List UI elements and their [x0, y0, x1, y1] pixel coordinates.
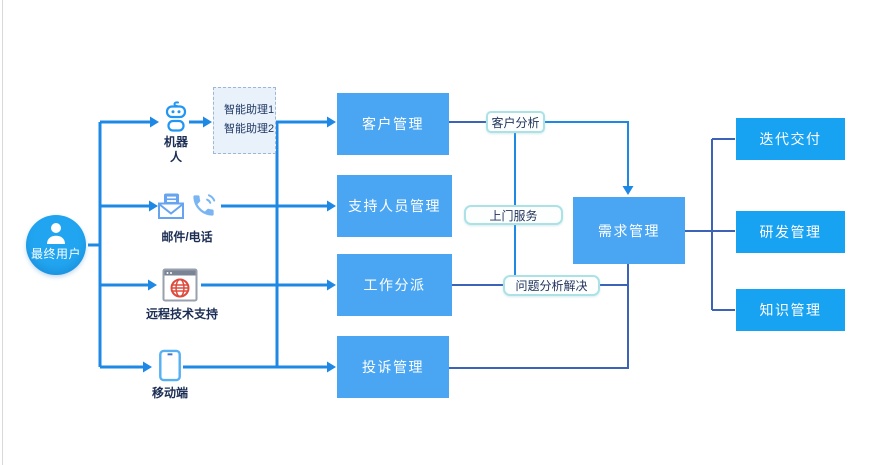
- process-box-support-staff-mgmt: 支持人员管理: [337, 175, 452, 237]
- tag-label: 上门服务: [489, 208, 538, 223]
- assistant-item: 智能助理1: [224, 104, 275, 116]
- end-user-label: 最终用户: [30, 247, 81, 261]
- bright-edges: [88, 120, 629, 369]
- tag-customer-analysis: 客户分析: [486, 111, 545, 133]
- arrow-into-demand: [622, 186, 634, 195]
- tag-problem-analysis: 问题分析解决: [503, 275, 600, 296]
- arrowheads: [143, 116, 634, 373]
- channel-mobile-label: 移动端: [151, 386, 188, 400]
- channel-remote-support-label: 远程技术支持: [145, 307, 218, 321]
- process-box-label: 客户管理: [362, 116, 424, 132]
- output-box-label: 迭代交付: [759, 131, 822, 147]
- demand-mgmt-label: 需求管理: [598, 222, 660, 239]
- dark-edges: [449, 121, 735, 369]
- robot-icon: [165, 101, 187, 132]
- output-box-knowledge-mgmt: 知识管理: [736, 289, 845, 331]
- left-panel-divider: [2, 0, 3, 465]
- process-box-complaint-mgmt: 投诉管理: [337, 336, 449, 398]
- tag-label: 问题分析解决: [515, 279, 588, 293]
- process-box-work-dispatch: 工作分派: [337, 254, 452, 316]
- person-icon: [47, 223, 65, 244]
- output-box-label: 研发管理: [759, 224, 822, 240]
- channel-robot-label: 机器人: [163, 135, 188, 164]
- output-box-iteration-delivery: 迭代交付: [736, 118, 845, 160]
- channel-mail-phone-label: 邮件/电话: [161, 230, 213, 244]
- mail-icon: [158, 193, 184, 219]
- smartphone-icon: [159, 349, 181, 382]
- assistant-item: 智能助理2: [224, 123, 275, 135]
- assistant-panel: 智能助理1 智能助理2: [213, 87, 276, 154]
- output-box-rnd-mgmt: 研发管理: [736, 211, 845, 253]
- tag-onsite-service: 上门服务: [464, 205, 563, 225]
- process-box-label: 工作分派: [363, 277, 426, 293]
- tag-label: 客户分析: [491, 115, 540, 130]
- demand-mgmt-box: 需求管理: [573, 197, 685, 264]
- browser-globe-icon: [162, 268, 198, 302]
- edge-complaint-to-demand: [449, 264, 629, 369]
- process-box-label: 投诉管理: [362, 359, 424, 375]
- end-user-node: 最终用户: [26, 215, 86, 275]
- output-box-label: 知识管理: [759, 302, 822, 318]
- phone-call-icon: [193, 194, 216, 216]
- process-box-label: 支持人员管理: [348, 198, 441, 214]
- edge-analysis-to-demand: [545, 121, 629, 186]
- process-box-customer-mgmt: 客户管理: [337, 93, 449, 155]
